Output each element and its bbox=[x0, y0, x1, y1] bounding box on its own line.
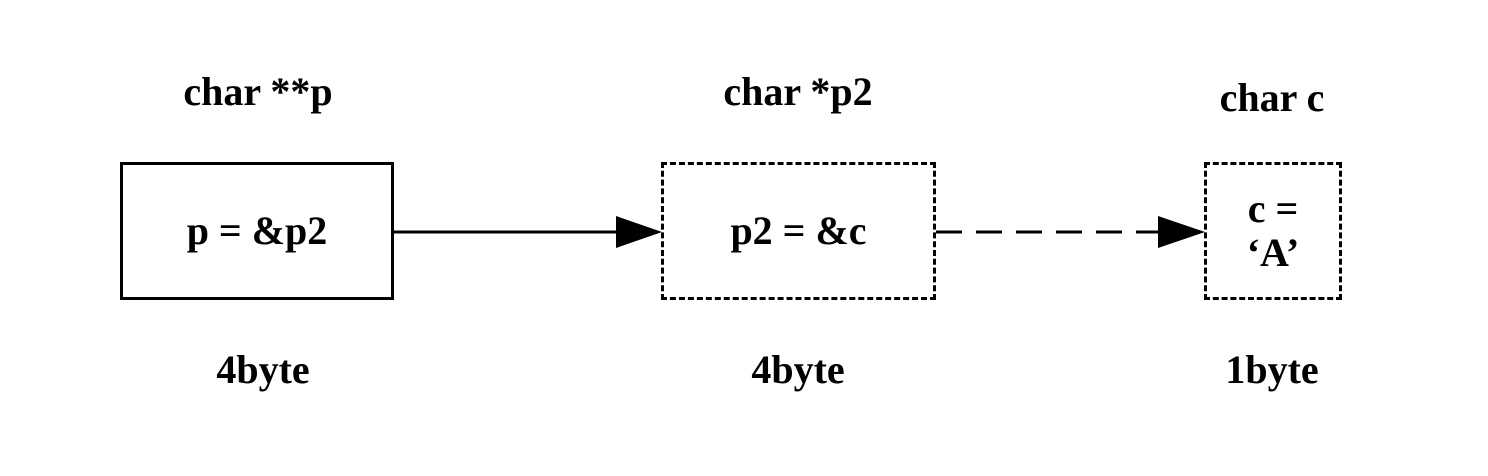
node-p2-type-label: char *p2 bbox=[723, 69, 873, 114]
node-p2-size: 4byte bbox=[751, 347, 845, 392]
node-p-size: 4byte bbox=[216, 347, 310, 392]
node-p2-content: p2 = &c bbox=[730, 208, 867, 253]
arrowhead bbox=[1158, 216, 1205, 248]
node-c-content-line1: c = bbox=[1247, 186, 1299, 231]
arrowhead bbox=[616, 216, 662, 248]
edge-p-to-p2 bbox=[393, 216, 662, 248]
node-c-content-line2: ‘A’ bbox=[1246, 230, 1300, 275]
edge-p2-to-c bbox=[936, 216, 1205, 248]
node-p-type-label: char **p bbox=[183, 69, 333, 114]
node-p2-box: p2 = &c bbox=[661, 162, 936, 300]
node-c-size: 1byte bbox=[1225, 347, 1319, 392]
node-p-content: p = &p2 bbox=[186, 208, 328, 253]
node-c-box: c = ‘A’ bbox=[1204, 162, 1342, 300]
node-p-box: p = &p2 bbox=[120, 162, 394, 300]
node-c-type-label: char c bbox=[1219, 75, 1325, 120]
